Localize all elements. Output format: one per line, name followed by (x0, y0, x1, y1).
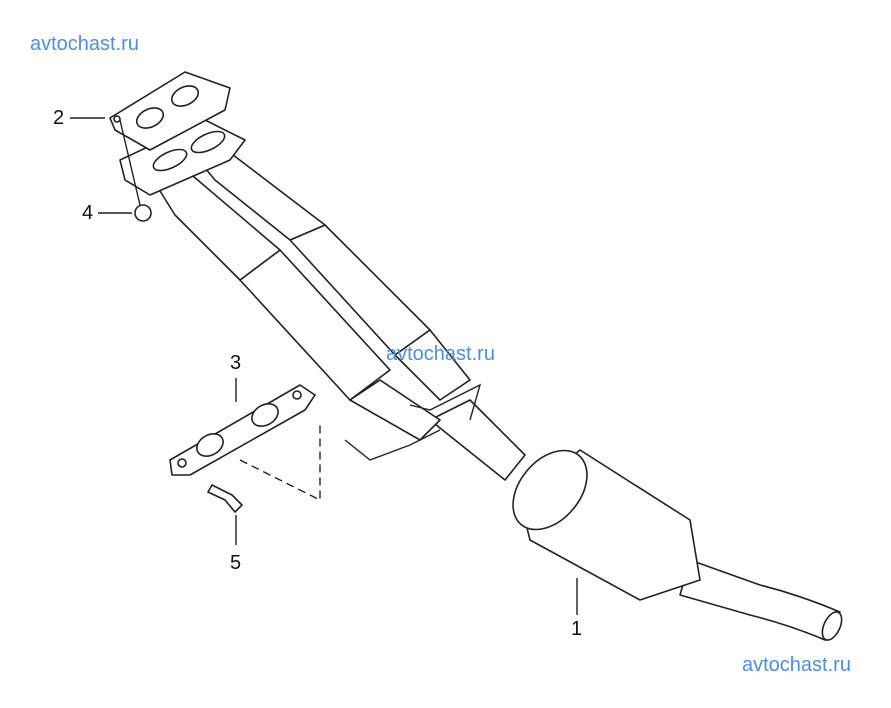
callout-3: 3 (230, 352, 242, 374)
watermark: avtochast.ru (742, 654, 851, 676)
gasket (109, 71, 231, 151)
callout-2: 2 (53, 107, 65, 129)
watermark: avtochast.ru (386, 343, 495, 365)
bolt (207, 484, 243, 513)
sensor-line (344, 429, 441, 461)
tailpipe (679, 559, 841, 641)
watermark: avtochast.ru (30, 33, 139, 55)
nut (134, 204, 152, 222)
front-pipe (429, 399, 526, 481)
callout-5: 5 (230, 552, 242, 574)
callout-4: 4 (82, 202, 94, 224)
callout-1: 1 (571, 618, 583, 640)
